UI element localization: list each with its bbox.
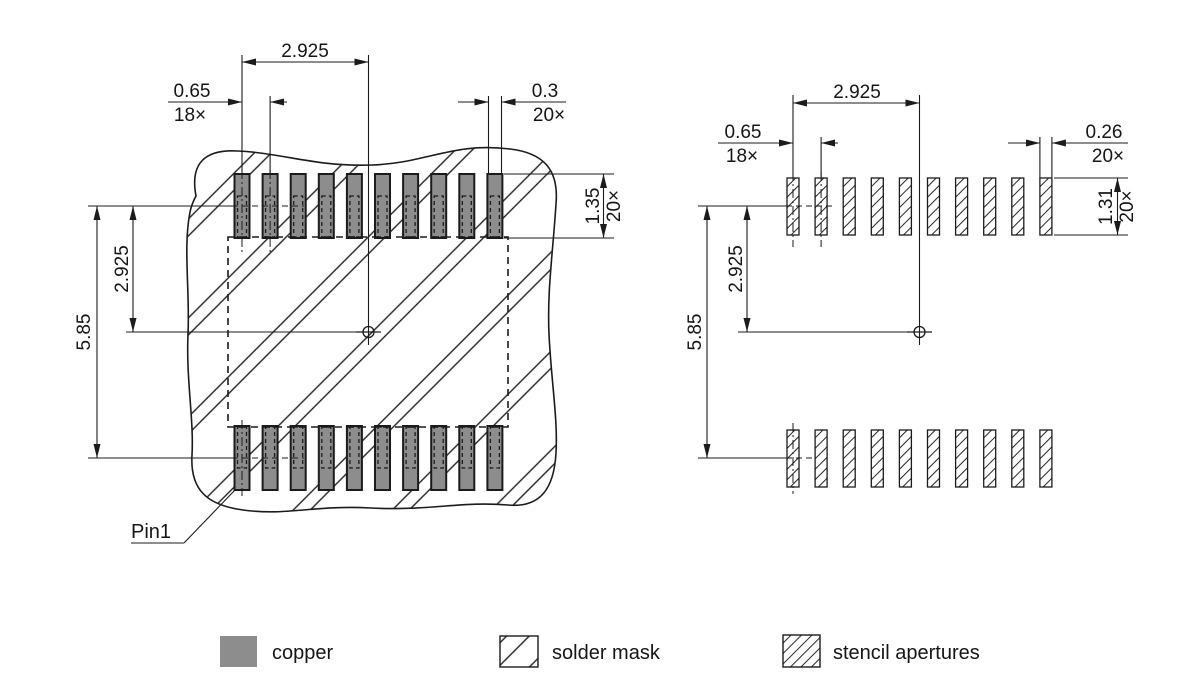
legend: copper solder mask stencil apertures <box>220 634 980 668</box>
dim-count-label: 20× <box>604 190 625 222</box>
pin1-label: Pin1 <box>131 521 171 543</box>
stencil-aperture <box>954 429 969 488</box>
copper-pad <box>345 173 363 239</box>
legend-item-copper: copper <box>220 636 333 667</box>
stencil-aperture <box>898 429 913 488</box>
dim-count-label: 20× <box>1117 190 1138 222</box>
row-reference-lines <box>88 205 360 496</box>
stencil-aperture <box>870 429 884 488</box>
legend-label-solder-mask: solder mask <box>552 642 661 664</box>
stencil-aperture <box>870 177 884 236</box>
dim-aperture-pitch: 0.65 18× <box>718 122 838 247</box>
stencil-aperture <box>926 177 941 236</box>
legend-item-stencil-apertures: stencil apertures <box>782 634 980 668</box>
dim-label: 0.3 <box>532 81 558 102</box>
copper-pad <box>374 425 391 491</box>
stencil-aperture <box>814 429 828 488</box>
stencil-aperture <box>842 429 856 488</box>
legend-label-copper: copper <box>272 642 333 664</box>
dim-count-label: 20× <box>1092 146 1124 167</box>
dim-label: 2.925 <box>112 245 133 293</box>
legend-label-stencil-apertures: stencil apertures <box>833 642 980 664</box>
dim-row-span: 5.85 <box>685 206 711 458</box>
copper-pad <box>317 425 335 491</box>
dim-label: 2.925 <box>833 82 881 103</box>
stencil-aperture <box>1011 429 1025 488</box>
dim-label: 1.31 <box>1096 188 1117 225</box>
dim-count-label: 20× <box>533 105 565 126</box>
stencil-aperture <box>1039 177 1053 236</box>
dim-pad-pitch: 0.65 18× <box>168 81 287 254</box>
pin1-callout: Pin1 <box>131 489 236 544</box>
copper-pad <box>458 425 476 491</box>
copper-pad <box>486 425 504 491</box>
stencil-aperture <box>898 177 913 236</box>
row-reference-lines <box>698 205 912 494</box>
dim-label: 5.85 <box>74 314 95 351</box>
dim-label: 5.85 <box>685 314 706 351</box>
dim-pad-height: 1.35 20× <box>504 173 625 239</box>
dim-label: 0.65 <box>725 122 762 143</box>
stencil-aperture <box>842 177 856 236</box>
stencil-aperture <box>954 177 969 236</box>
dim-row-half-span: 2.925 <box>726 206 751 332</box>
dim-pitch-span: 2.925 <box>241 41 370 345</box>
copper-pad <box>430 425 448 491</box>
copper-pad <box>402 173 420 239</box>
dim-row-half-span: 2.925 <box>112 206 137 332</box>
dim-row-span: 5.85 <box>74 206 101 458</box>
stencil-aperture <box>983 429 997 488</box>
copper-pad <box>402 425 420 491</box>
dim-aperture-width: 0.26 20× <box>1008 122 1128 178</box>
stencil-aperture <box>1039 429 1053 488</box>
copper-pad <box>317 173 335 239</box>
stencil-aperture <box>1011 177 1025 236</box>
stencil-apertures-swatch <box>782 634 821 668</box>
dim-pad-width: 0.3 20× <box>458 81 566 174</box>
copper-pad <box>374 173 391 239</box>
dim-label: 2.925 <box>726 245 747 293</box>
left-view-land-pattern: 2.925 0.65 18× 0.3 20× 1.35 20× <box>74 41 625 544</box>
stencil-aperture <box>983 177 997 236</box>
dim-count-label: 18× <box>174 105 206 126</box>
bottom-aperture-row <box>786 429 1053 488</box>
dim-pitch-span: 2.925 <box>792 82 921 345</box>
copper-pad <box>345 425 363 491</box>
dim-label: 1.35 <box>583 188 604 225</box>
copper-pad <box>430 173 448 239</box>
copper-swatch <box>220 636 257 667</box>
dim-label: 0.26 <box>1086 122 1123 143</box>
dim-label: 0.65 <box>174 81 211 102</box>
dim-label: 2.925 <box>281 41 329 62</box>
copper-pad <box>486 173 504 239</box>
solder-mask-swatch <box>499 635 539 668</box>
dim-count-label: 18× <box>726 146 758 167</box>
legend-item-solder-mask: solder mask <box>499 635 661 668</box>
dim-aperture-height: 1.31 20× <box>1054 177 1138 236</box>
stencil-aperture <box>926 429 941 488</box>
copper-pad <box>458 173 476 239</box>
right-view-stencil-pattern: 2.925 0.65 18× 0.26 20× 1.31 20× <box>685 82 1138 494</box>
